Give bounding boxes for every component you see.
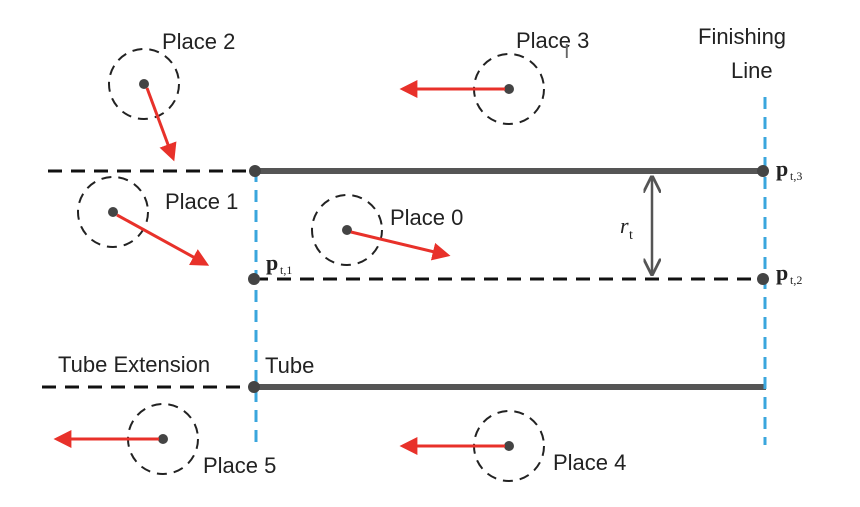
finishing-line-label-line2: Line [731,58,773,83]
place-3-agent [504,84,514,94]
place-5-label: Place 5 [203,453,276,478]
place-2-agent [139,79,149,89]
place-5: Place 5 [53,403,276,478]
text-cursor-icon: I [564,41,570,63]
p-t2-point [757,273,769,285]
p-t1-label: p [266,250,278,275]
p-t3-label: p [776,156,788,181]
finishing-line-label-line1: Finishing [698,24,786,49]
place-1-label: Place 1 [165,189,238,214]
place-1-velocity-arrow [116,213,210,266]
place-0: Place 0 [311,194,463,266]
place-2: Place 2 [108,29,235,162]
place-0-label: Place 0 [390,205,463,230]
p-t2-sub: t,2 [790,273,802,287]
p-t1-point [248,273,260,285]
place-2-velocity-arrow [145,87,177,162]
place-4-agent [504,441,514,451]
place-1-range [77,176,149,248]
place-0-velocity-arrow [350,230,451,261]
place-1-agent [108,207,118,217]
place-0-range [311,194,383,266]
place-2-range [108,48,180,120]
place-4-label: Place 4 [553,450,626,475]
p-t3-point [757,165,769,177]
p-t1-sub: t,1 [280,263,292,277]
place-2-label: Place 2 [162,29,235,54]
p-t3-sub: t,3 [790,169,802,183]
tube-extension-label: Tube Extension [58,352,210,377]
tube-start-bottom-point [248,381,260,393]
place-3-label: Place 3 [516,28,589,53]
place-1: Place 1 [77,176,238,266]
place-5-agent [158,434,168,444]
place-3: Place 3 I [399,28,589,125]
p-t2-label: p [776,260,788,285]
radius-label-sub: t [629,228,633,243]
place-4: Place 4 [399,410,626,482]
tube-start-top-point [249,165,261,177]
place-0-agent [342,225,352,235]
radius-label: r [620,213,629,238]
tube-label: Tube [265,353,314,378]
